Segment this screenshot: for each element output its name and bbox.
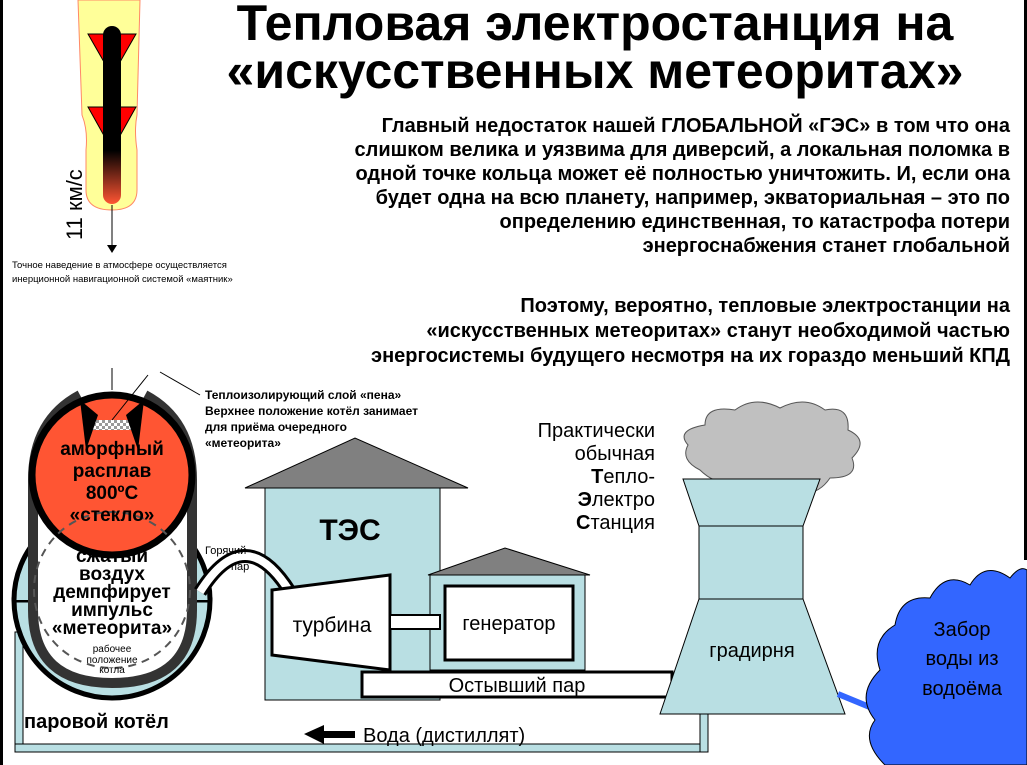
paragraph-line: определению единственная, то катастрофа … (500, 211, 1010, 233)
paragraph-line: Поэтому, вероятно, тепловые электростанц… (520, 295, 1010, 317)
tes-label: ТЭС (319, 514, 380, 547)
cooled-steam-label: Остывший пар (449, 675, 586, 697)
guidance-note-line: Точное наведение в атмосфере осуществляе… (12, 260, 227, 271)
insulation-note-line: Теплоизолирующий слой «пена» (205, 388, 402, 402)
page-title-line: Тепловая электростанция на (237, 0, 955, 51)
turbine-shaft (389, 614, 441, 630)
caption-initial: Т (591, 466, 603, 488)
paragraph-line: Главный недостаток нашей ГЛОБАЛЬНОЙ «ГЭС… (382, 113, 1011, 137)
paragraph-2: Поэтому, вероятно, тепловые электростанц… (371, 295, 1011, 367)
plant-caption-line: Тепло- (591, 466, 655, 488)
air-label: «метеорита» (52, 618, 172, 639)
meteor-icon (77, 0, 141, 211)
paragraph-line: одной точке кольца может её полностью ун… (355, 163, 1010, 185)
insulation-note-line: Верхнее положение котёл занимает (205, 404, 418, 418)
meteor-speed: 11 км/с (62, 169, 87, 240)
caption-initial: С (576, 512, 590, 534)
plant-caption-line: Электро (578, 489, 655, 511)
air-label: воздух (79, 564, 145, 585)
generator-label: генератор (462, 613, 555, 635)
insulation-note-line: для приёма очередного (205, 420, 347, 434)
air-label: демпфирует (53, 582, 171, 603)
plant-caption-line: Станция (576, 512, 655, 534)
left-border (0, 0, 3, 765)
turbine-label: турбина (293, 614, 372, 637)
paragraph-line: энергоснабжения станет глобальной (643, 235, 1010, 257)
hot-steam-label: пар (231, 561, 249, 573)
paragraph-line: энергосистемы будущего несмотря на их го… (371, 345, 1010, 367)
water-label: Вода (дистиллят) (363, 725, 525, 747)
water-intake-label: воды из (925, 648, 998, 670)
pointer-line (111, 374, 149, 421)
page-title-line: «искусственных метеоритах» (227, 43, 964, 99)
water-arrow (322, 731, 355, 738)
water-pipe (14, 631, 709, 753)
water-intake-label: водоёма (922, 678, 1003, 700)
insulation-note-line: «метеорита» (205, 436, 281, 450)
melt-label: аморфный (60, 439, 164, 460)
caption-initial: Э (578, 489, 592, 511)
working-position-label: положение (86, 655, 138, 666)
caption-rest: епло- (603, 466, 655, 488)
air-label: импульс (71, 600, 153, 621)
paragraph-line: будет одна на всю планету, например, экв… (376, 187, 1010, 209)
water-intake-label: Забор (934, 619, 991, 641)
air-label: сжатый (76, 546, 148, 567)
generator (443, 584, 575, 662)
melt-label: «стекло» (70, 505, 155, 526)
plant-caption-line: обычная (575, 443, 655, 465)
pointer-line (159, 371, 201, 396)
hot-steam-pipe (196, 552, 294, 595)
arrow-head-icon (107, 245, 117, 253)
turbine (270, 573, 392, 672)
guidance-note-line: инерционной навигационной системой «маят… (12, 274, 233, 285)
caption-rest: лектро (592, 489, 655, 511)
water-intake-cloud (865, 568, 1027, 765)
intake-pipe (836, 691, 874, 711)
boiler-label: паровой котёл (24, 711, 169, 733)
cooling-tower (659, 478, 846, 715)
melt-label: 800ºC (86, 483, 139, 504)
cooling-tower-label: градирня (709, 640, 794, 662)
steam-boiler (11, 390, 213, 701)
generator-roof (427, 547, 591, 576)
paragraph-1: Главный недостаток нашей ГЛОБАЛЬНОЙ «ГЭС… (355, 113, 1011, 257)
plant-caption-line: Практически (538, 420, 655, 442)
caption-rest: танция (590, 512, 655, 534)
paragraph-line: «искусственных метеоритах» станут необхо… (426, 320, 1010, 342)
working-position-label: рабочее (93, 643, 132, 655)
paragraph-line: слишком велика и уязвима для диверсий, а… (355, 139, 1011, 161)
right-border (1024, 0, 1027, 560)
melt-label: расплав (73, 461, 152, 482)
working-position-label: котла (99, 665, 125, 676)
hot-steam-label: Горячий (205, 545, 246, 557)
arrow-left-icon (304, 725, 324, 744)
